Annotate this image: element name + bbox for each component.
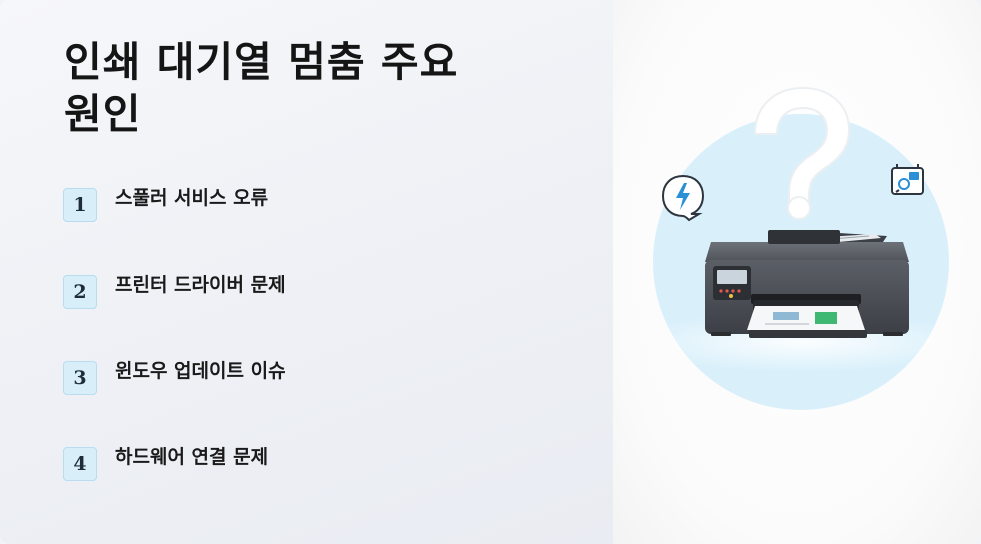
cause-number-badge: 4 [63, 447, 97, 481]
cause-label: 스풀러 서비스 오류 [115, 187, 269, 209]
cause-item-2: 2 프린터 드라이버 문제 [63, 272, 583, 312]
printer-illustration [633, 86, 973, 410]
settings-card-icon [891, 164, 924, 195]
cause-item-1: 1 스풀러 서비스 오류 [63, 185, 583, 225]
slide-title: 인쇄 대기열 멈춤 주요 원인 [64, 38, 459, 138]
lightning-bubble-icon [661, 174, 705, 222]
cause-label: 윈도우 업데이트 이슈 [115, 360, 286, 382]
cause-number-badge: 3 [63, 361, 97, 395]
left-panel: 인쇄 대기열 멈춤 주요 원인 1 스풀러 서비스 오류 2 프린터 드라이버 … [0, 0, 613, 544]
cause-label: 프린터 드라이버 문제 [115, 274, 286, 296]
question-mark-icon [753, 86, 851, 220]
printer-icon [705, 230, 909, 338]
cause-label: 하드웨어 연결 문제 [115, 446, 269, 468]
cause-number-badge: 2 [63, 275, 97, 309]
cause-item-4: 4 하드웨어 연결 문제 [63, 444, 583, 484]
cause-item-3: 3 윈도우 업데이트 이슈 [63, 358, 583, 398]
cause-number-badge: 1 [63, 188, 97, 222]
right-panel [613, 0, 981, 544]
